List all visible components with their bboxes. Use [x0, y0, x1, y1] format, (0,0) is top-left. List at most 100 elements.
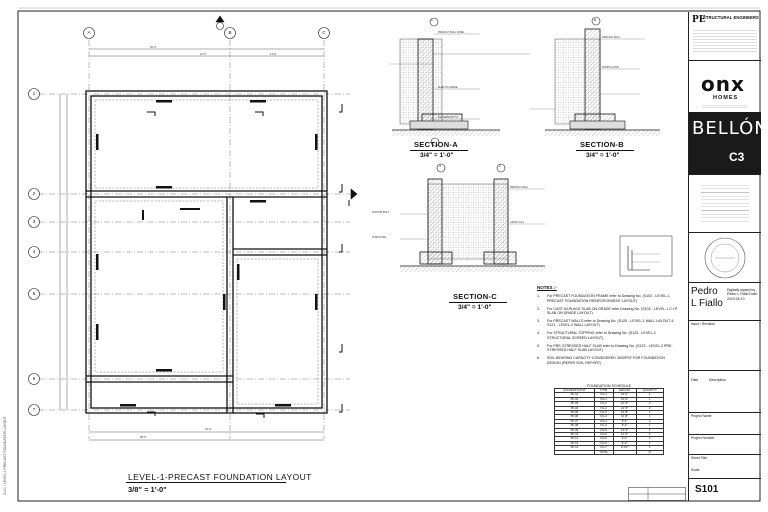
section-c-title: SECTION-C [453, 292, 497, 301]
grid-row-label: 5 [32, 291, 36, 296]
project-number-label: Project Number [691, 436, 715, 440]
svg-text:46'-0": 46'-0" [205, 427, 212, 431]
section-c-scale: 3/4" = 1'-0" [458, 304, 492, 311]
project-address-lines [701, 182, 749, 222]
margin-file-path: S101 - LEVEL-1 PRECAST FOUNDATION LAYOUT [3, 416, 7, 495]
grid-bubble-5 [28, 288, 40, 300]
client-sub: HOMES [713, 95, 739, 101]
signature-note: Digitally signed by Pedro L Fiallo Date:… [727, 288, 758, 301]
section-c-marker-label: 3 [439, 164, 441, 168]
seal-cell [689, 232, 761, 283]
note-item: 2. For CAST-IN-PLACE SLAB ON GRADE refer … [537, 307, 679, 316]
section-a-title: SECTION-A [414, 140, 458, 149]
svg-text:GROUT FILL: GROUT FILL [510, 221, 525, 224]
svg-text:PRECAST WALL: PRECAST WALL [602, 36, 621, 39]
note-text: For CAST-IN-PLACE SLAB ON GRADE refer Dr… [547, 306, 678, 316]
client-logo: onx [701, 72, 745, 96]
note-number: 2. [537, 306, 540, 311]
note-text: SOIL BEARING CAPACITY CONSIDERED 3000PSF… [547, 356, 665, 365]
section-b-title: SECTION-B [580, 140, 624, 149]
svg-text:PRECAST WALL PANEL: PRECAST WALL PANEL [438, 31, 465, 34]
engineer-name-last: L Fiallo [691, 298, 723, 309]
project-name-label: Project Name [691, 414, 712, 418]
sheet-title-label: Sheet Title [691, 456, 708, 460]
project-address-cell [689, 174, 761, 233]
svg-text:PRECAST WALL: PRECAST WALL [510, 186, 529, 189]
grid-row-label: 2 [32, 191, 36, 196]
firm-name: STRUCTURAL ENGINEERS [703, 15, 759, 20]
grid-row-label: 4 [32, 249, 36, 254]
client-address-lines [703, 103, 747, 109]
engineer-name-first: Pedro [691, 286, 718, 297]
section-b-scale: 3/4" = 1'-0" [586, 152, 620, 159]
section-b-drawing [545, 16, 660, 136]
section-details: PRECAST WALL PANEL SLAB ON GRADE FOUNDAT… [372, 16, 673, 277]
engineer-seal [704, 237, 746, 279]
grid-bubble-2 [28, 188, 40, 200]
section-a-underline [410, 150, 468, 151]
grid-col-label: B [228, 30, 232, 35]
note-number: 6. [537, 356, 540, 361]
note-number: 1. [537, 294, 540, 299]
firm-address-lines [693, 28, 757, 54]
grid-bubble-c [318, 27, 330, 39]
svg-text:FINISH FLOOR: FINISH FLOOR [602, 66, 619, 69]
section-c-drawing [400, 163, 545, 272]
date-label: Date [691, 378, 699, 382]
section-a-marker-label: 1 [431, 18, 433, 22]
svg-text:28'-6": 28'-6" [140, 435, 147, 439]
grid-col-label: A [87, 30, 91, 35]
schedule-caption: FOUNDATION SCHEDULE [586, 384, 632, 388]
note-item: 4. For STRUCTURAL TOPPING refer to Drawin… [537, 331, 679, 340]
svg-text:14'-0": 14'-0" [270, 52, 277, 56]
title-block: PE STRUCTURAL ENGINEERS onx HOMES BELLÓN… [688, 12, 768, 501]
grid-row-label: 1 [32, 91, 36, 96]
note-number: 4. [537, 331, 540, 336]
schedule-cell: 17 [635, 449, 665, 456]
svg-text:SHIM PLATE: SHIM PLATE [372, 236, 386, 239]
grid-bubble-1 [28, 88, 40, 100]
description-label: Description [709, 378, 726, 382]
plan-scale: 3/8" = 1'-0" [128, 485, 167, 494]
grid-row-label: 6 [32, 376, 36, 381]
grid-bubble-4 [28, 246, 40, 258]
project-name: BELLÓN [692, 118, 768, 139]
note-number: 3. [537, 319, 540, 324]
notes-heading: NOTES :- [537, 285, 557, 290]
section-a-marker [430, 137, 440, 147]
firm-logo-mark: PE [692, 15, 706, 25]
grid-row-label: 3 [32, 219, 36, 224]
revision-box [628, 487, 686, 501]
svg-text:SLAB ON GRADE: SLAB ON GRADE [438, 86, 458, 89]
scale-label: Scale [691, 468, 700, 472]
general-notes: NOTES :- 1. For PRECAST FOUNDATION FRAME … [537, 285, 679, 369]
svg-text:ANCHOR BOLT: ANCHOR BOLT [372, 211, 390, 214]
project-mark: C3 [729, 150, 745, 164]
section-b-underline [576, 150, 634, 151]
section-a-scale: 3/4" = 1'-0" [420, 152, 454, 159]
grid-bubble-a [83, 27, 95, 39]
schedule-cell [554, 449, 595, 456]
note-text: For STRUCTURAL TOPPING refer to Drawing … [547, 331, 656, 340]
note-text: For PRECAST FOUNDATION FRAME refer to Dr… [547, 294, 670, 303]
section-legend-box [619, 235, 673, 277]
project-name-cell: Project Name [689, 412, 761, 435]
schedule-cell: TOTAL [593, 449, 614, 456]
grid-bubble-3 [28, 216, 40, 228]
foundation-plan: 30'-0"16'-0" 14'-0"46'-0" 28'-6" [38, 15, 358, 441]
section-b-marker-label: B [594, 18, 597, 22]
schedule-cell: PF-13 [554, 445, 595, 451]
revision-cell: Date Description [689, 370, 761, 413]
firm-cell: PE STRUCTURAL ENGINEERS [689, 12, 761, 61]
issue-label: Issue / Revision [691, 322, 715, 326]
note-text: For PRE-STRESSED HALF SLAB refer to Draw… [547, 343, 673, 353]
foundation-schedule-table: FOUNDATION SCHEDULE FOUNDATION ID TYPE L… [554, 384, 665, 456]
grid-row-label: 7 [32, 407, 36, 412]
section-c-underline [449, 302, 507, 303]
project-cell: BELLÓN C3 [689, 112, 768, 175]
note-number: 5. [537, 343, 540, 348]
note-text: For PRECAST WALLS refer to Drawing No. (… [547, 319, 674, 328]
